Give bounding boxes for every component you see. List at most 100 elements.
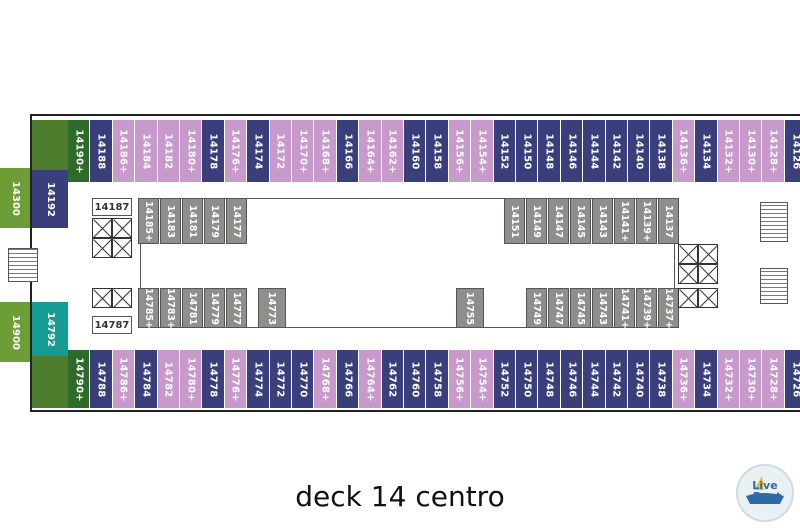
top-right-inner-cabin[interactable]: 14147	[548, 198, 569, 244]
bottom-cabin[interactable]: 14758	[426, 350, 449, 408]
bottom-cabin[interactable]: 14776+	[224, 350, 248, 408]
bottom-left-inner-cabin[interactable]: 14779	[204, 288, 225, 328]
top-cabin[interactable]: 14162+	[381, 120, 404, 182]
bottom-cabin[interactable]: 14736+	[672, 350, 696, 408]
bottom-mid-inner-cabin[interactable]: 14773	[258, 288, 286, 328]
top-cabin[interactable]: 14158	[426, 120, 449, 182]
bottom-cabin[interactable]: 14780+	[180, 350, 203, 408]
top-cabin[interactable]: 14188	[90, 120, 113, 182]
top-cabin[interactable]: 14176+	[224, 120, 248, 182]
top-cabin[interactable]: 14156+	[448, 120, 472, 182]
bottom-cabin[interactable]: 14770	[292, 350, 315, 408]
bottom-cabin[interactable]: 14740	[628, 350, 651, 408]
top-cabin[interactable]: 14128+	[762, 120, 785, 182]
top-cabin[interactable]: 14136+	[672, 120, 696, 182]
top-cabin[interactable]: 14134	[695, 120, 718, 182]
bottom-right-inner-cabin[interactable]: 14743	[592, 288, 613, 328]
top-cabin[interactable]: 14170+	[292, 120, 315, 182]
bottom-cabin[interactable]: 14726	[784, 350, 800, 408]
bottom-cabin[interactable]: 14778	[202, 350, 225, 408]
bottom-left-inner-cabin[interactable]: 14781	[182, 288, 203, 328]
top-cabin[interactable]: 14166	[336, 120, 360, 182]
top-right-inner-cabin[interactable]: 14149	[526, 198, 547, 244]
top-cabin[interactable]: 14164+	[359, 120, 382, 182]
bottom-cabin[interactable]: 14764+	[359, 350, 382, 408]
bottom-mid-inner-cabin[interactable]: 14755	[456, 288, 484, 328]
top-cabin[interactable]: 14190+	[68, 120, 91, 182]
suite-left-top[interactable]: 14300	[0, 168, 30, 228]
top-right-inner-cabin[interactable]: 14143	[592, 198, 613, 244]
top-cabin[interactable]: 14148	[538, 120, 561, 182]
top-cabin[interactable]: 14126	[784, 120, 800, 182]
top-cabin[interactable]: 14144	[583, 120, 606, 182]
top-cabin[interactable]: 14150	[516, 120, 539, 182]
bottom-cabin[interactable]: 14754+	[471, 350, 494, 408]
top-cabin[interactable]: 14186+	[112, 120, 136, 182]
bottom-cabin[interactable]: 14728+	[762, 350, 785, 408]
bottom-cabin[interactable]: 14750	[516, 350, 539, 408]
bottom-cabin[interactable]: 14774	[247, 350, 270, 408]
bottom-right-inner-cabin[interactable]: 14749	[526, 288, 547, 328]
top-right-inner-cabin[interactable]: 14151	[504, 198, 525, 244]
bottom-right-inner-cabin[interactable]: 14741+	[614, 287, 635, 329]
bottom-cabin[interactable]: 14782	[157, 350, 180, 408]
bottom-cabin[interactable]: 14756+	[448, 350, 472, 408]
bottom-right-inner-cabin[interactable]: 14747	[548, 288, 569, 328]
top-cabin[interactable]: 14130+	[740, 120, 763, 182]
top-left-inner-cabin[interactable]: 14179	[204, 198, 225, 244]
top-cabin[interactable]: 14172	[269, 120, 292, 182]
top-left-inner-cabin[interactable]: 14177	[226, 198, 247, 244]
bottom-cabin[interactable]: 14766	[336, 350, 360, 408]
top-cabin[interactable]: 14180+	[180, 120, 203, 182]
bottom-cabin[interactable]: 14748	[538, 350, 561, 408]
bottom-cabin[interactable]: 14772	[269, 350, 292, 408]
top-right-inner-cabin[interactable]: 14139+	[636, 198, 657, 244]
bottom-cabin[interactable]: 14730+	[740, 350, 763, 408]
bottom-cabin[interactable]: 14762	[381, 350, 404, 408]
bottom-right-inner-cabin[interactable]: 14737+	[658, 287, 679, 329]
top-right-inner-cabin[interactable]: 14145	[570, 198, 591, 244]
bottom-cabin[interactable]: 14760	[404, 350, 427, 408]
bottom-cabin[interactable]: 14786+	[112, 350, 136, 408]
bottom-left-inner-cabin[interactable]: 14783+	[160, 287, 181, 329]
suite-left-bottom[interactable]: 14900	[0, 302, 30, 362]
top-left-inner-cabin[interactable]: 14181	[182, 198, 203, 244]
bottom-cabin[interactable]: 14738	[650, 350, 673, 408]
bottom-cabin[interactable]: 14744	[583, 350, 606, 408]
top-cabin[interactable]: 14146	[560, 120, 584, 182]
top-cabin[interactable]: 14168+	[314, 120, 337, 182]
bottom-cabin[interactable]: 14788	[90, 350, 113, 408]
bottom-right-inner-cabin[interactable]: 14745	[570, 288, 591, 328]
bottom-left-inner-cabin[interactable]: 14785+	[138, 287, 159, 329]
bottom-right-inner-cabin[interactable]: 14739+	[636, 287, 657, 329]
top-left-inner-cabin[interactable]: 14183	[160, 198, 181, 244]
top-cabin[interactable]: 14132+	[717, 120, 740, 182]
bottom-cabin[interactable]: 14768+	[314, 350, 337, 408]
bottom-cabin[interactable]: 14732+	[717, 350, 740, 408]
top-cabin[interactable]: 14142	[605, 120, 628, 182]
bottom-cabin[interactable]: 14746	[560, 350, 584, 408]
top-cabin[interactable]: 14160	[404, 120, 427, 182]
suite-green-top[interactable]	[32, 120, 68, 170]
top-left-inner-cabin[interactable]: 14185+	[138, 198, 159, 244]
top-cabin[interactable]: 14184	[135, 120, 158, 182]
top-cabin[interactable]: 14182	[157, 120, 180, 182]
suite-green-bottom[interactable]	[32, 356, 68, 408]
suite-14192[interactable]: 14192	[32, 170, 68, 228]
bottom-left-inner-cabin[interactable]: 14777	[226, 288, 247, 328]
suite-14792[interactable]: 14792	[32, 302, 68, 356]
bottom-cabin[interactable]: 14742	[605, 350, 628, 408]
bottom-cabin[interactable]: 14790+	[68, 350, 91, 408]
top-right-inner-cabin[interactable]: 14141+	[614, 198, 635, 244]
top-cabin[interactable]: 14154+	[471, 120, 494, 182]
cabin-14787[interactable]: 14787	[92, 316, 132, 334]
top-cabin[interactable]: 14138	[650, 120, 673, 182]
bottom-cabin[interactable]: 14784	[135, 350, 158, 408]
cabin-14187[interactable]: 14187	[92, 198, 132, 216]
bottom-cabin[interactable]: 14752	[493, 350, 516, 408]
top-cabin[interactable]: 14178	[202, 120, 225, 182]
bottom-cabin[interactable]: 14734	[695, 350, 718, 408]
top-cabin[interactable]: 14140	[628, 120, 651, 182]
top-cabin[interactable]: 14174	[247, 120, 270, 182]
top-cabin[interactable]: 14152	[493, 120, 516, 182]
